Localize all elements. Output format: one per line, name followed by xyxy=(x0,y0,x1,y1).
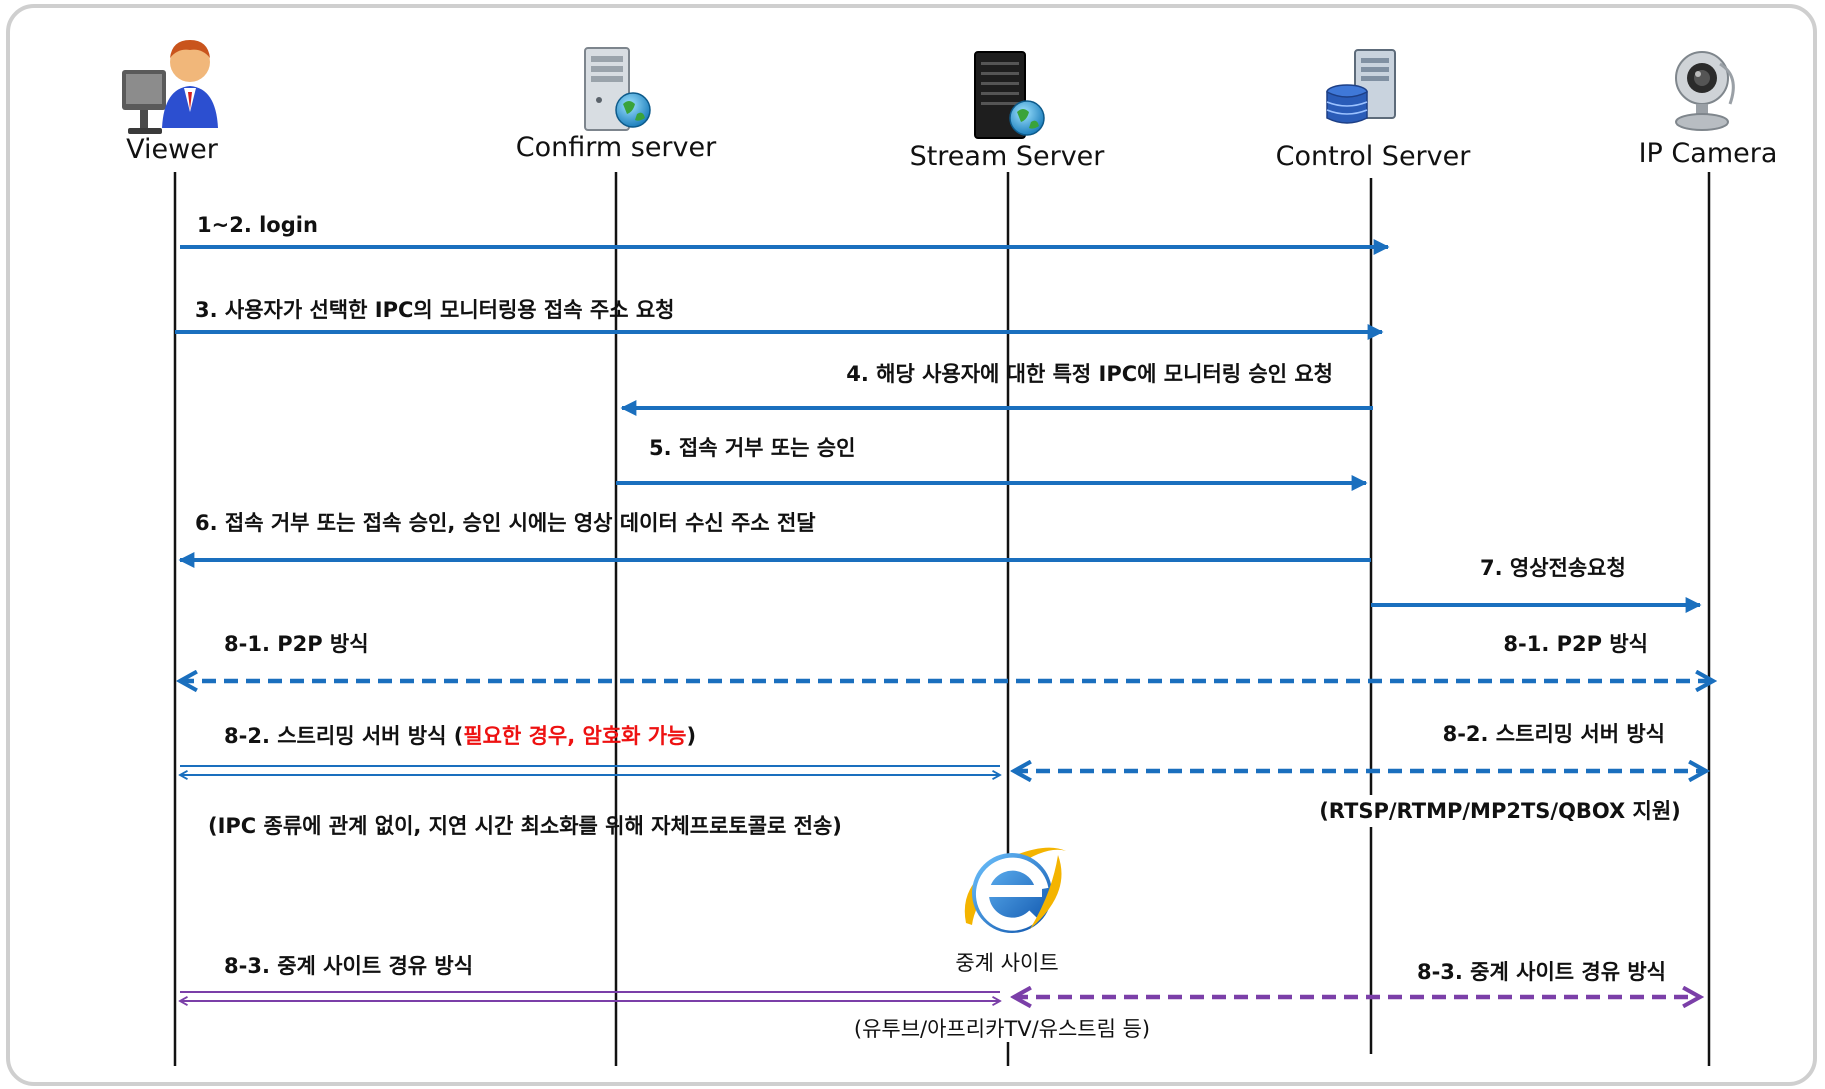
message-p2p-right: 8-1. P2P 방식 xyxy=(1503,632,1648,656)
confirm-server-icon xyxy=(584,47,651,131)
relay-site-label: 중계 사이트 xyxy=(955,951,1058,975)
control-server-icon xyxy=(1326,49,1396,124)
message-login: 1~2. login xyxy=(197,213,318,237)
message-approval-result: 6. 접속 거부 또는 접속 승인, 승인 시에는 영상 데이터 수신 주소 전… xyxy=(195,511,816,535)
message-approval-request: 4. 해당 사용자에 대한 특정 IPC에 모니터링 승인 요청 xyxy=(846,362,1333,386)
message-approve-deny: 5. 접속 거부 또는 승인 xyxy=(649,436,855,460)
note-right-bg xyxy=(1330,795,1670,827)
message-p2p-left: 8-1. P2P 방식 xyxy=(224,632,369,656)
actor-label-control: Control Server xyxy=(1276,141,1472,172)
message-stream-left: 8-2. 스트리밍 서버 방식 (필요한 경우, 암호화 가능) xyxy=(224,724,696,748)
message-stream-left-highlight: 필요한 경우, 암호화 가능 xyxy=(463,724,686,748)
actor-label-viewer: Viewer xyxy=(126,134,219,165)
message-video-request: 7. 영상전송요청 xyxy=(1480,556,1626,580)
actor-label-confirm: Confirm server xyxy=(516,132,717,163)
note-stream-protocol-right: (RTSP/RTMP/MP2TS/QBOX 지원) xyxy=(1319,799,1681,823)
stream-server-icon xyxy=(974,51,1045,139)
viewer-person-icon xyxy=(122,40,218,134)
message-stream-right: 8-2. 스트리밍 서버 방식 xyxy=(1443,722,1665,746)
message-relay-right: 8-3. 중계 사이트 경유 방식 xyxy=(1417,960,1666,984)
message-stream-left-suffix: ) xyxy=(686,724,696,748)
note-stream-protocol-left: (IPC 종류에 관계 없이, 지연 시간 최소화를 위해 자체프로토콜로 전송… xyxy=(208,814,842,838)
relay-site-examples: (유투브/아프리카TV/유스트림 등) xyxy=(854,1017,1150,1041)
message-relay-left: 8-3. 중계 사이트 경유 방식 xyxy=(224,954,473,978)
message-stream-left-prefix: 8-2. 스트리밍 서버 방식 ( xyxy=(224,724,463,748)
message-address-request: 3. 사용자가 선택한 IPC의 모니터링용 접속 주소 요청 xyxy=(195,298,674,322)
ip-camera-icon xyxy=(1675,51,1735,131)
internet-explorer-icon xyxy=(964,847,1066,933)
actor-label-camera: IP Camera xyxy=(1639,138,1778,169)
actor-label-stream: Stream Server xyxy=(910,141,1106,172)
